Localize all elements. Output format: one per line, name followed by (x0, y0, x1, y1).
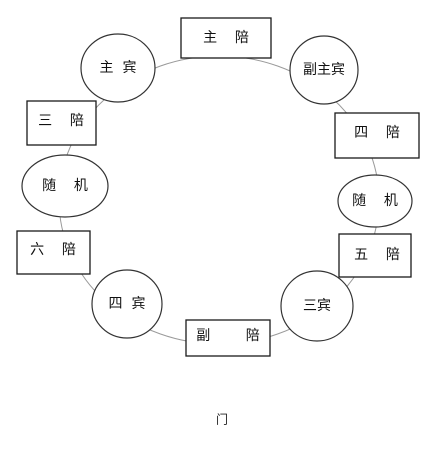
seat-san-bin-label: 三宾 (303, 298, 331, 314)
seat-liu-pei: 六 陪 (16, 230, 91, 275)
seat-si-bin: 四 宾 (91, 269, 163, 339)
seat-fu-pei-label: 副 陪 (196, 328, 260, 344)
seat-san-pei: 三 陪 (26, 100, 97, 146)
seat-sui-ji-left-label: 随 机 (42, 178, 88, 194)
seat-zhu-bin: 主 宾 (80, 33, 156, 103)
seat-wu-pei: 五 陪 (338, 233, 412, 278)
seat-sui-ji-left: 随 机 (21, 154, 109, 218)
seat-fu-zhu-bin-label: 副主宾 (303, 62, 345, 78)
seat-liu-pei-label: 六 陪 (30, 242, 76, 258)
seat-zhu-pei: 主 陪 (180, 17, 272, 59)
seat-zhu-bin-label: 主 宾 (100, 60, 137, 76)
seat-san-bin: 三宾 (280, 270, 354, 342)
door-label: 门 (216, 412, 228, 427)
seat-fu-zhu-bin: 副主宾 (289, 35, 359, 105)
seat-si-pei-label: 四 陪 (354, 125, 400, 141)
seat-si-pei: 四 陪 (334, 112, 420, 159)
seat-sui-ji-right-label: 随 机 (352, 193, 398, 209)
seat-fu-pei: 副 陪 (185, 319, 271, 357)
seat-wu-pei-label: 五 陪 (354, 247, 400, 263)
seat-zhu-pei-label: 主 陪 (203, 30, 249, 46)
seat-si-bin-label: 四 宾 (109, 296, 146, 312)
seat-sui-ji-right: 随 机 (337, 174, 413, 228)
seat-san-pei-label: 三 陪 (38, 113, 84, 129)
